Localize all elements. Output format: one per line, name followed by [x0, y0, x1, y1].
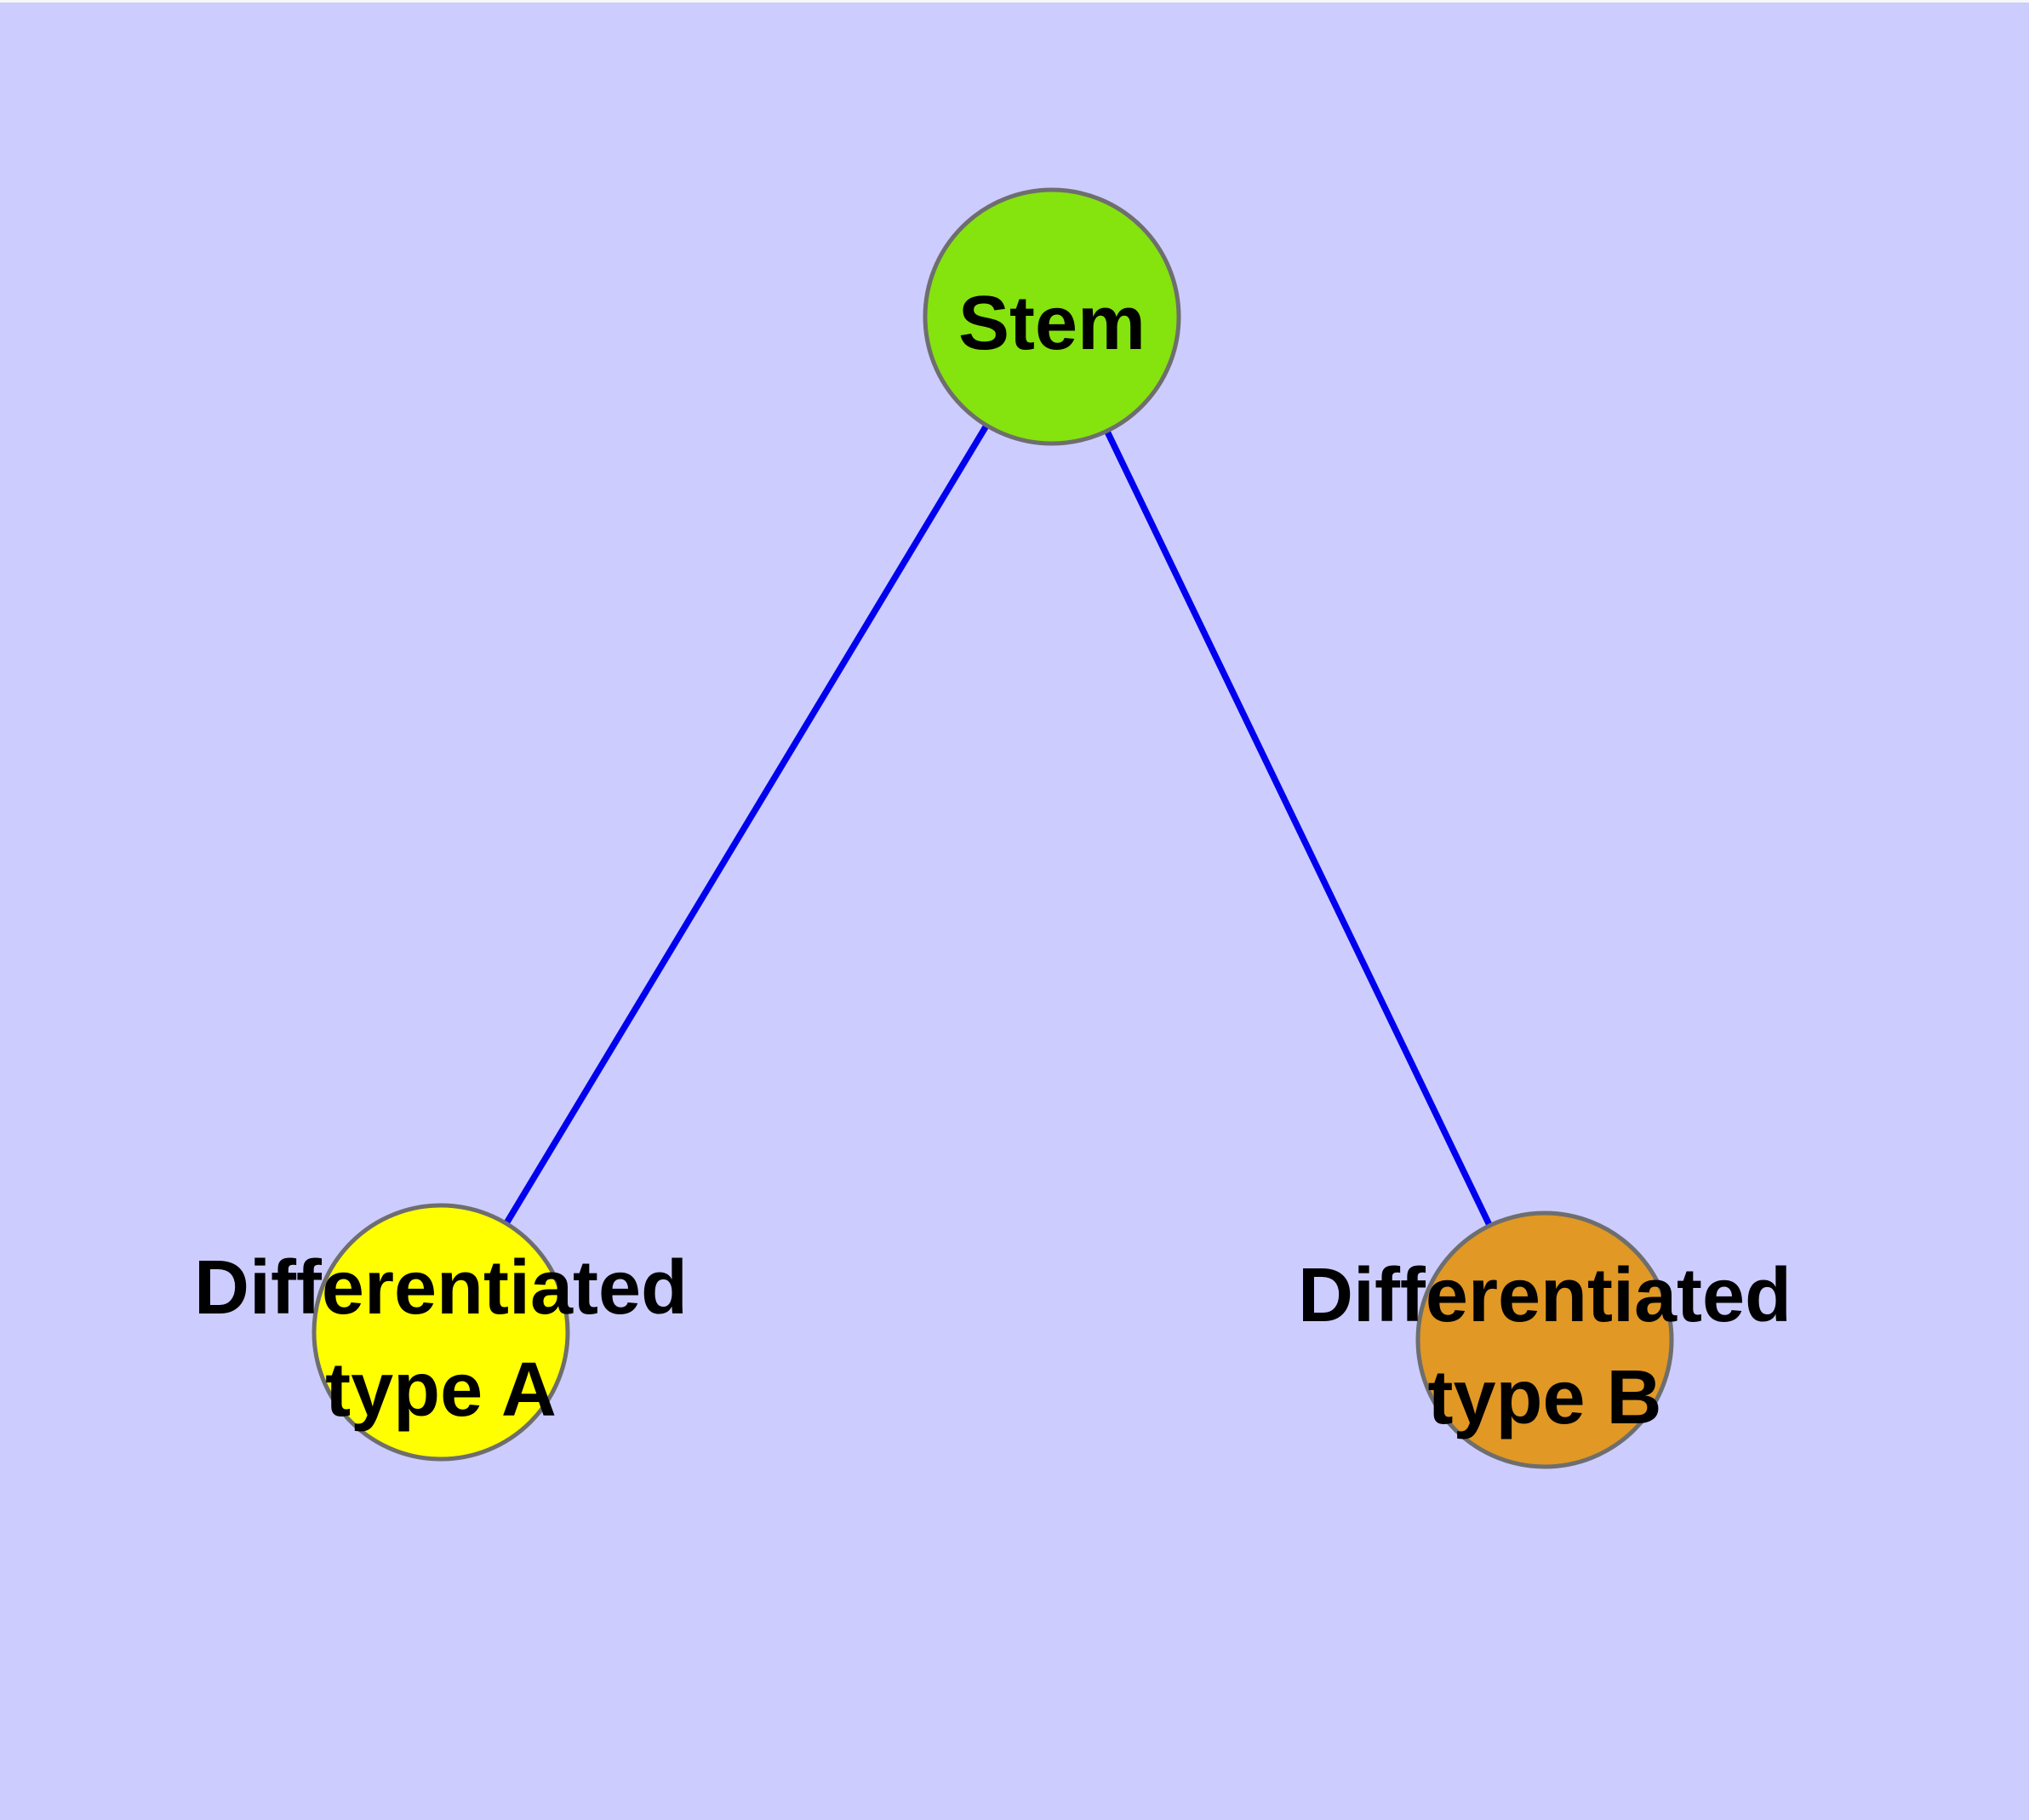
node-type-a-circle	[311, 1203, 570, 1462]
edge-stem-to-type-b	[1049, 315, 1548, 1342]
node-stem-circle	[923, 187, 1181, 446]
node-stem-label: Stem	[958, 281, 1146, 366]
window-top-border	[0, 0, 2029, 3]
node-type-b-label-line2: type B	[1427, 1355, 1661, 1440]
edge-stem-to-type-a	[437, 315, 1055, 1334]
node-type-a-label-line2: type A	[325, 1348, 557, 1433]
node-type-b-circle	[1415, 1210, 1674, 1469]
node-type-a-label-line1: Differentiated	[194, 1245, 688, 1331]
node-type-b-label-line1: Differentiated	[1298, 1253, 1792, 1338]
